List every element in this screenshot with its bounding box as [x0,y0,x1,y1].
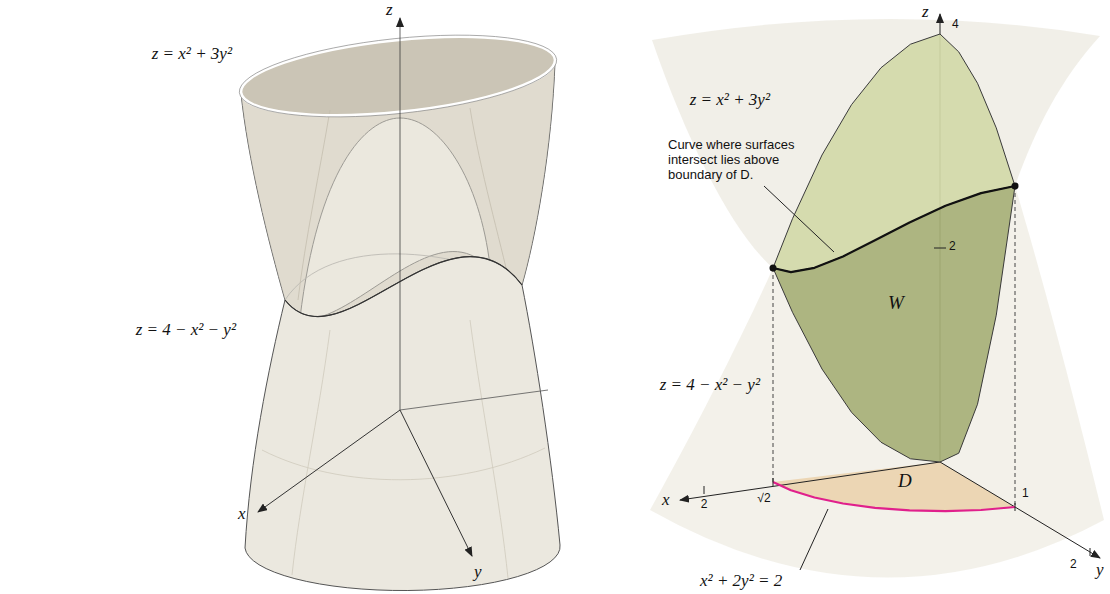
callout-note: Curve where surfaces intersect lies abov… [668,138,803,183]
tick-number: 2 [1070,558,1077,572]
axis-label: y [474,562,482,582]
mesh-line [262,448,545,480]
x-axis [258,410,400,512]
y-axis [400,410,472,556]
mesh-line [292,330,330,575]
surface-equation: z = 4 − x² − y² [660,375,760,395]
tick-number: √2 [757,492,770,506]
axis-extension [400,390,548,410]
projection-line [773,268,774,482]
region-label: D [898,470,912,492]
region-label: W [888,292,904,314]
solid-w-bottom [773,186,1015,462]
leader-line [800,509,828,570]
axis-tick [773,478,774,486]
mesh-line [298,110,330,300]
surface-equation: z = 4 − x² − y² [136,320,236,340]
mesh-line [470,320,508,578]
tick-number: 2 [949,240,956,254]
leader-line [764,186,834,252]
intersection-curve [285,257,522,317]
x-axis [680,462,940,500]
tick-number: 2 [701,498,708,512]
boundary-ellipse-arc [773,482,1015,511]
paraboloid-rim-edge [235,22,560,130]
axis-tick [1090,548,1091,556]
curve-endpoint [1012,183,1019,190]
axis-tick [1015,503,1016,511]
z-axis [400,18,401,410]
axis-label: z [386,0,393,20]
curve-endpoint [770,265,777,272]
axis-label: z [922,2,929,22]
tick-number: 1 [1022,487,1029,501]
lower-paraboloid-translucent [650,186,1104,578]
tick-number: 4 [952,18,959,32]
axis-tick [704,486,705,494]
axis-label: x [662,490,670,510]
axis-label: y [1096,560,1104,580]
projection-line [1015,186,1016,507]
region-d [773,462,1015,511]
paraboloid-rim [237,24,559,129]
surface-equation: z = x² + 3y² [690,90,770,110]
lower-paraboloid [245,257,560,591]
axis-tick [934,248,946,249]
curve-equation: x² + 2y² = 2 [700,571,782,591]
surface-equation: z = x² + 3y² [152,44,232,64]
axis-label: x [238,504,246,524]
